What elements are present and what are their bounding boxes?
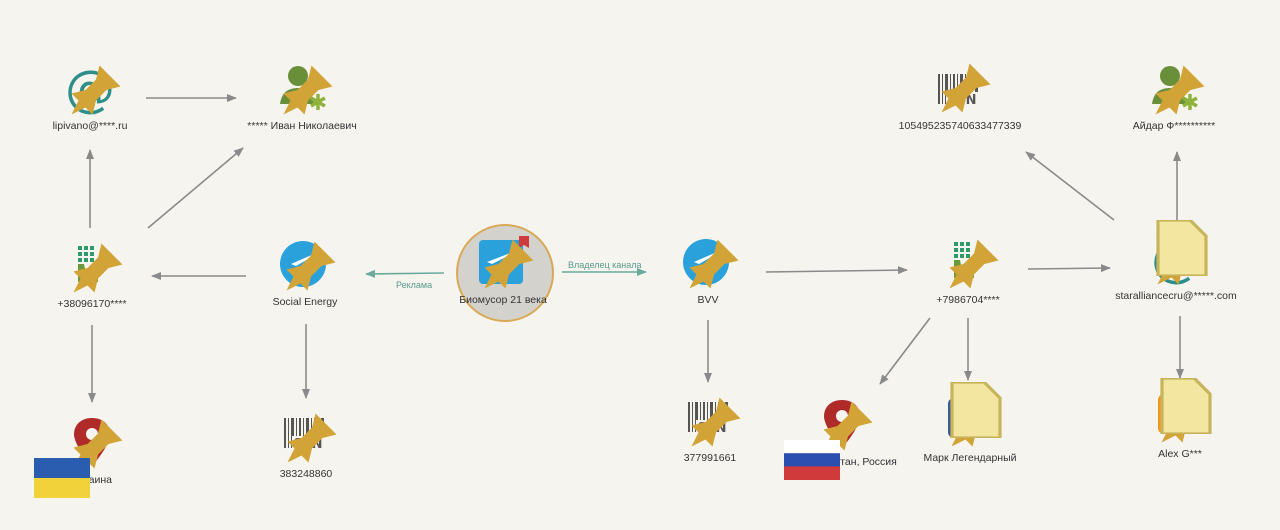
edge-phone1-person1 [147, 147, 244, 229]
telegram-icon [277, 238, 336, 294]
pin-icon [1155, 65, 1205, 115]
ssn-barcode-icon: SSN [682, 394, 741, 450]
facebook-icon: f [942, 382, 1002, 450]
node-label: Social Energy [272, 296, 338, 308]
node-label: BVV [697, 294, 719, 306]
node-phone2[interactable]: +7986704**** [878, 236, 1058, 306]
node-ssn2[interactable]: SSN 377991661 [620, 394, 800, 464]
document-icon [1156, 220, 1208, 276]
ssn-barcode-icon: SSN [278, 410, 337, 466]
svg-text:✱: ✱ [309, 91, 327, 116]
node-label: 383248860 [279, 468, 333, 480]
pin-icon [73, 243, 123, 293]
node-person2[interactable]: ✱ Айдар Ф********** [1084, 62, 1264, 132]
pin-icon [689, 239, 739, 289]
node-ssn1[interactable]: SSN 383248860 [216, 410, 396, 480]
at-sign-icon: @ [1148, 220, 1208, 288]
pin-icon [71, 65, 121, 115]
node-center[interactable]: Биомусор 21 века [413, 236, 593, 306]
node-ssn3[interactable]: SSN 10549523574063347733­9 [870, 63, 1050, 132]
document-icon [950, 382, 1002, 438]
edge-label-owner: Владелец канала [568, 260, 642, 270]
node-facebook[interactable]: f Марк Легендарный [880, 382, 1060, 464]
node-label: Марк Легендарный [923, 452, 1017, 464]
phone-keypad-icon [64, 240, 123, 296]
node-label: +7986704**** [936, 294, 1000, 306]
node-label: Украина [72, 474, 112, 486]
node-label: Биомусор 21 века [459, 294, 547, 306]
svg-text:✱: ✱ [1181, 91, 1199, 116]
phone-keypad-icon [940, 236, 999, 292]
ukraine-flag-icon [34, 458, 90, 498]
ssn-barcode-icon: SSN [932, 63, 991, 128]
edge-bvv-phone2 [765, 266, 908, 275]
telegram-icon [680, 236, 739, 292]
pin-icon [484, 239, 534, 289]
node-location-ukraine[interactable]: Украина [2, 416, 182, 498]
node-email1[interactable]: @ lipivano@****.ru [0, 62, 180, 132]
edge-label-ads: Реклама [396, 280, 433, 290]
user-icon: ✱ [1146, 62, 1205, 118]
pin-icon [283, 65, 333, 115]
node-label: 377991661 [683, 452, 737, 464]
node-location-russia[interactable]: Башкортостан, Россия [752, 398, 932, 480]
node-label: Alex G*** [1158, 448, 1202, 460]
odnoklassniki-icon [1152, 378, 1212, 446]
location-pin-icon [784, 398, 873, 480]
telegram-icon [475, 236, 534, 292]
pin-icon [691, 397, 741, 447]
russia-flag-icon [784, 440, 840, 480]
pin-icon [949, 239, 999, 289]
node-telegram-social[interactable]: Social Energy [215, 238, 395, 308]
node-label: ***** Иван Николаевич [247, 120, 357, 132]
pin-icon [286, 241, 336, 291]
node-odnoklassniki[interactable]: Alex G*** [1090, 378, 1270, 460]
node-phone1[interactable]: +38096170**** [2, 240, 182, 310]
document-icon [1160, 378, 1212, 434]
at-sign-icon: @ [62, 62, 121, 118]
location-pin-icon [34, 416, 123, 498]
edge-email2-ssn3 [1025, 151, 1115, 221]
edge-phone2-russia [879, 317, 931, 385]
node-label: lipivano@****.ru [52, 120, 128, 132]
edge-phone2-email2 [1027, 264, 1111, 273]
node-label: staralliancecru@*****.com [1115, 290, 1237, 302]
node-label: +38096170**** [57, 298, 127, 310]
user-icon: ✱ [274, 62, 333, 118]
node-email2[interactable]: @ staralliancecru@*****.com [1086, 220, 1266, 302]
node-person1[interactable]: ✱ ***** Иван Николаевич [212, 62, 392, 132]
pin-icon [287, 413, 337, 463]
pin-icon [941, 63, 991, 113]
edge-center-social [365, 269, 445, 278]
node-telegram-bvv[interactable]: BVV [618, 236, 798, 306]
pin-icon [73, 419, 123, 469]
node-label: Айдар Ф********** [1132, 120, 1216, 132]
node-label: 10549523574063347733­9 [898, 120, 1022, 132]
pin-icon [823, 401, 873, 451]
